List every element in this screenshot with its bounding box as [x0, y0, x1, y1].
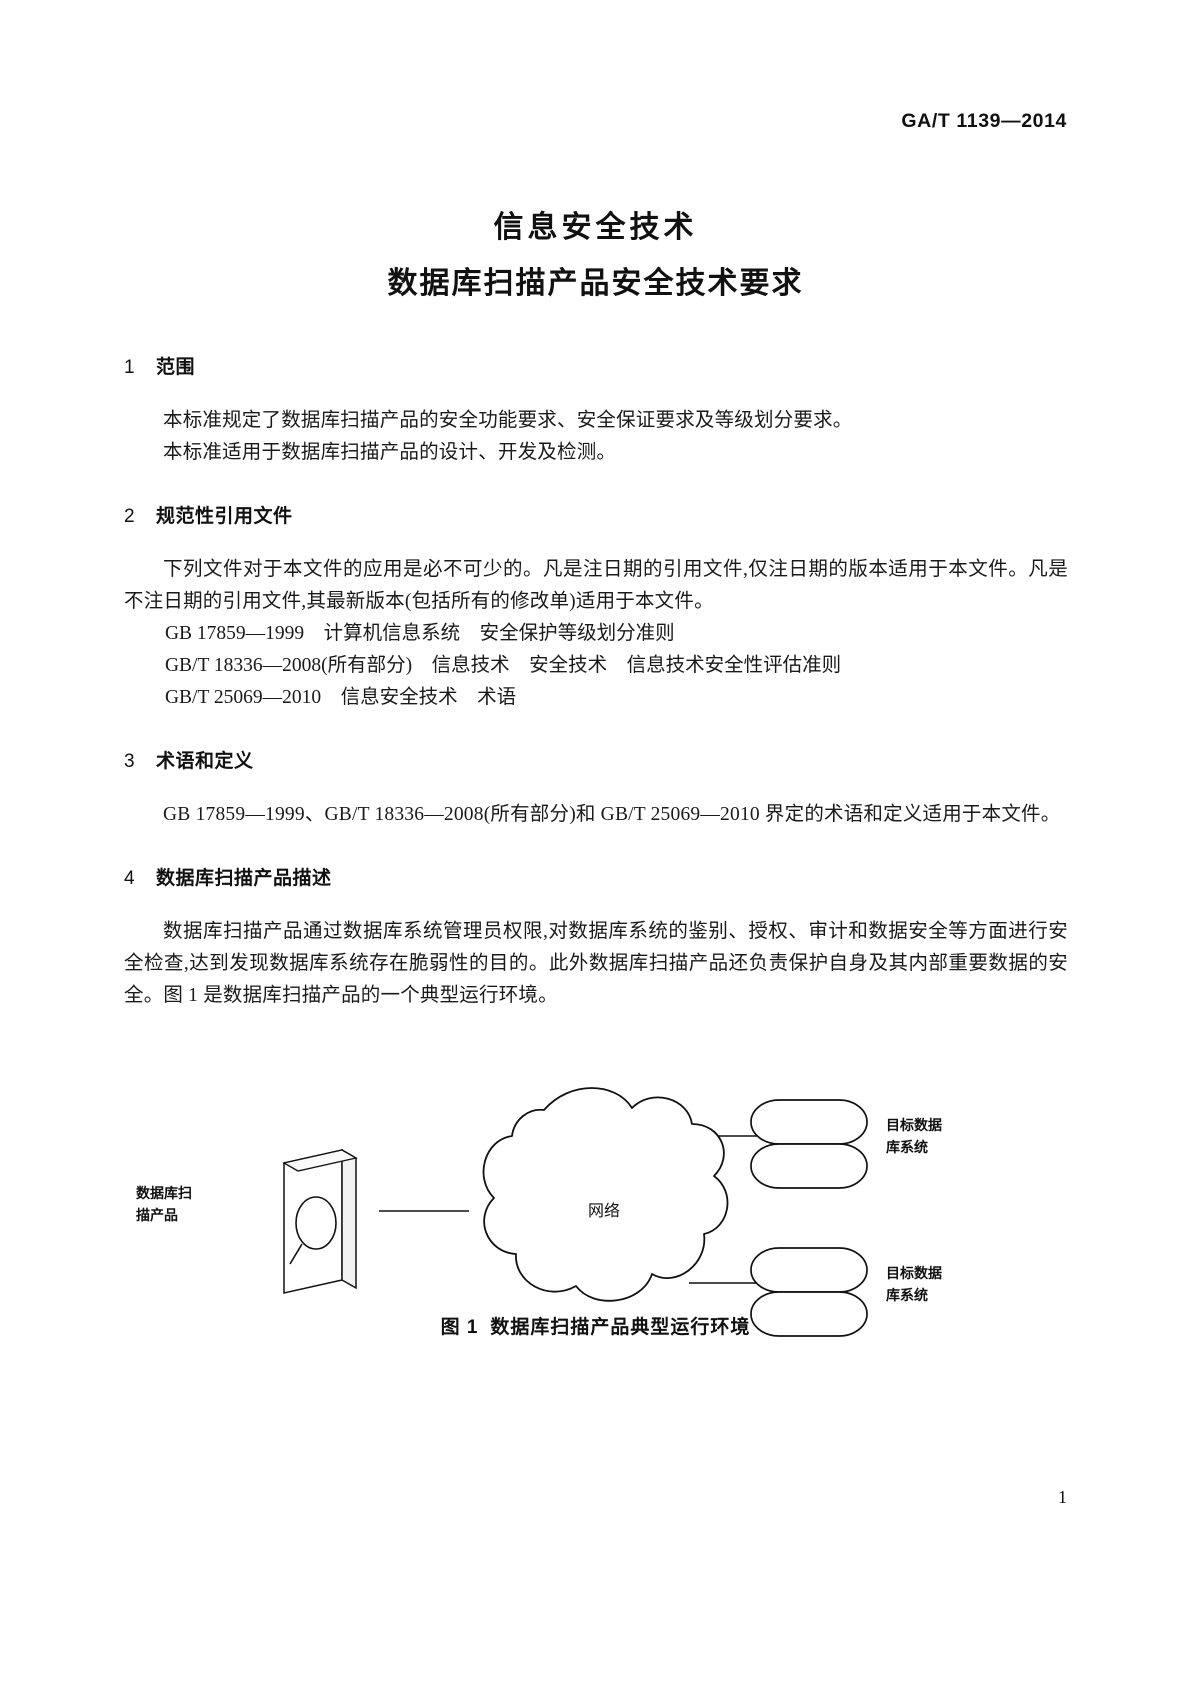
document-standard-number: GA/T 1139—2014 — [901, 110, 1067, 132]
normative-reference-3: GB/T 25069—2010 信息安全技术 术语 — [164, 687, 517, 708]
section-heading-4: 4 数据库扫描产品描述 — [124, 863, 1068, 890]
section-heading-3: 3 术语和定义 — [124, 746, 1068, 773]
figure-1-caption-text: 数据库扫描产品典型运行环境 — [490, 1317, 751, 1338]
network-cloud-icon: 网络 — [482, 1087, 729, 1302]
normative-reference-1: GB 17859—1999 计算机信息系统 安全保护等级划分准则 — [164, 623, 675, 644]
section-heading-2: 2 规范性引用文件 — [124, 501, 1068, 528]
target-database-2-icon — [750, 1247, 868, 1337]
target-database-1-label-line2: 库系统 — [886, 1139, 928, 1155]
target-database-2-label-line1: 目标数据 — [886, 1265, 942, 1281]
section-3-paragraph-1: GB 17859—1999、GB/T 18336—2008(所有部分)和 GB/… — [163, 804, 1061, 825]
section-title-1: 范围 — [156, 357, 196, 378]
section-1-paragraph-1: 本标准规定了数据库扫描产品的安全功能要求、安全保证要求及等级划分要求。 — [163, 410, 853, 431]
scanner-product-icon — [282, 1148, 358, 1294]
section-title-4: 数据库扫描产品描述 — [156, 868, 332, 889]
figure-1-diagram: 网络 数据库扫 描产品 目标数据 库系统 目标数据 库系统 — [124, 1058, 1068, 1348]
normative-reference-2: GB/T 18336—2008(所有部分) 信息技术 安全技术 信息技术安全性评… — [164, 655, 842, 676]
target-database-1-label-line1: 目标数据 — [886, 1117, 942, 1133]
section-title-2: 规范性引用文件 — [156, 506, 293, 527]
section-number-1: 1 — [124, 357, 136, 378]
section-number-4: 4 — [124, 868, 136, 889]
figure-1-caption: 图 1 数据库扫描产品典型运行环境 — [0, 1312, 1191, 1339]
figure-1-caption-number: 图 1 — [440, 1317, 479, 1338]
section-number-2: 2 — [124, 506, 136, 527]
target-database-1-icon — [750, 1099, 868, 1189]
section-2-paragraph-1: 下列文件对于本文件的应用是必不可少的。凡是注日期的引用文件,仅注日期的版本适用于… — [124, 559, 1068, 612]
document-title-block: 信息安全技术 数据库扫描产品安全技术要求 — [0, 205, 1191, 306]
section-1-paragraph-2: 本标准适用于数据库扫描产品的设计、开发及检测。 — [163, 442, 617, 463]
network-label: 网络 — [588, 1201, 620, 1220]
section-title-3: 术语和定义 — [156, 751, 254, 772]
page-title-secondary: 数据库扫描产品安全技术要求 — [387, 267, 804, 300]
section-heading-1: 1 范围 — [124, 352, 1068, 379]
page-title-primary: 信息安全技术 — [493, 211, 698, 244]
page-number: 1 — [1058, 1487, 1067, 1507]
scanner-product-label-line2: 描产品 — [136, 1207, 178, 1223]
section-4-paragraph-1: 数据库扫描产品通过数据库系统管理员权限,对数据库系统的鉴别、授权、审计和数据安全… — [124, 921, 1068, 1006]
section-number-3: 3 — [124, 751, 136, 772]
scanner-product-label-line1: 数据库扫 — [136, 1185, 192, 1201]
target-database-2-label-line2: 库系统 — [886, 1287, 928, 1303]
